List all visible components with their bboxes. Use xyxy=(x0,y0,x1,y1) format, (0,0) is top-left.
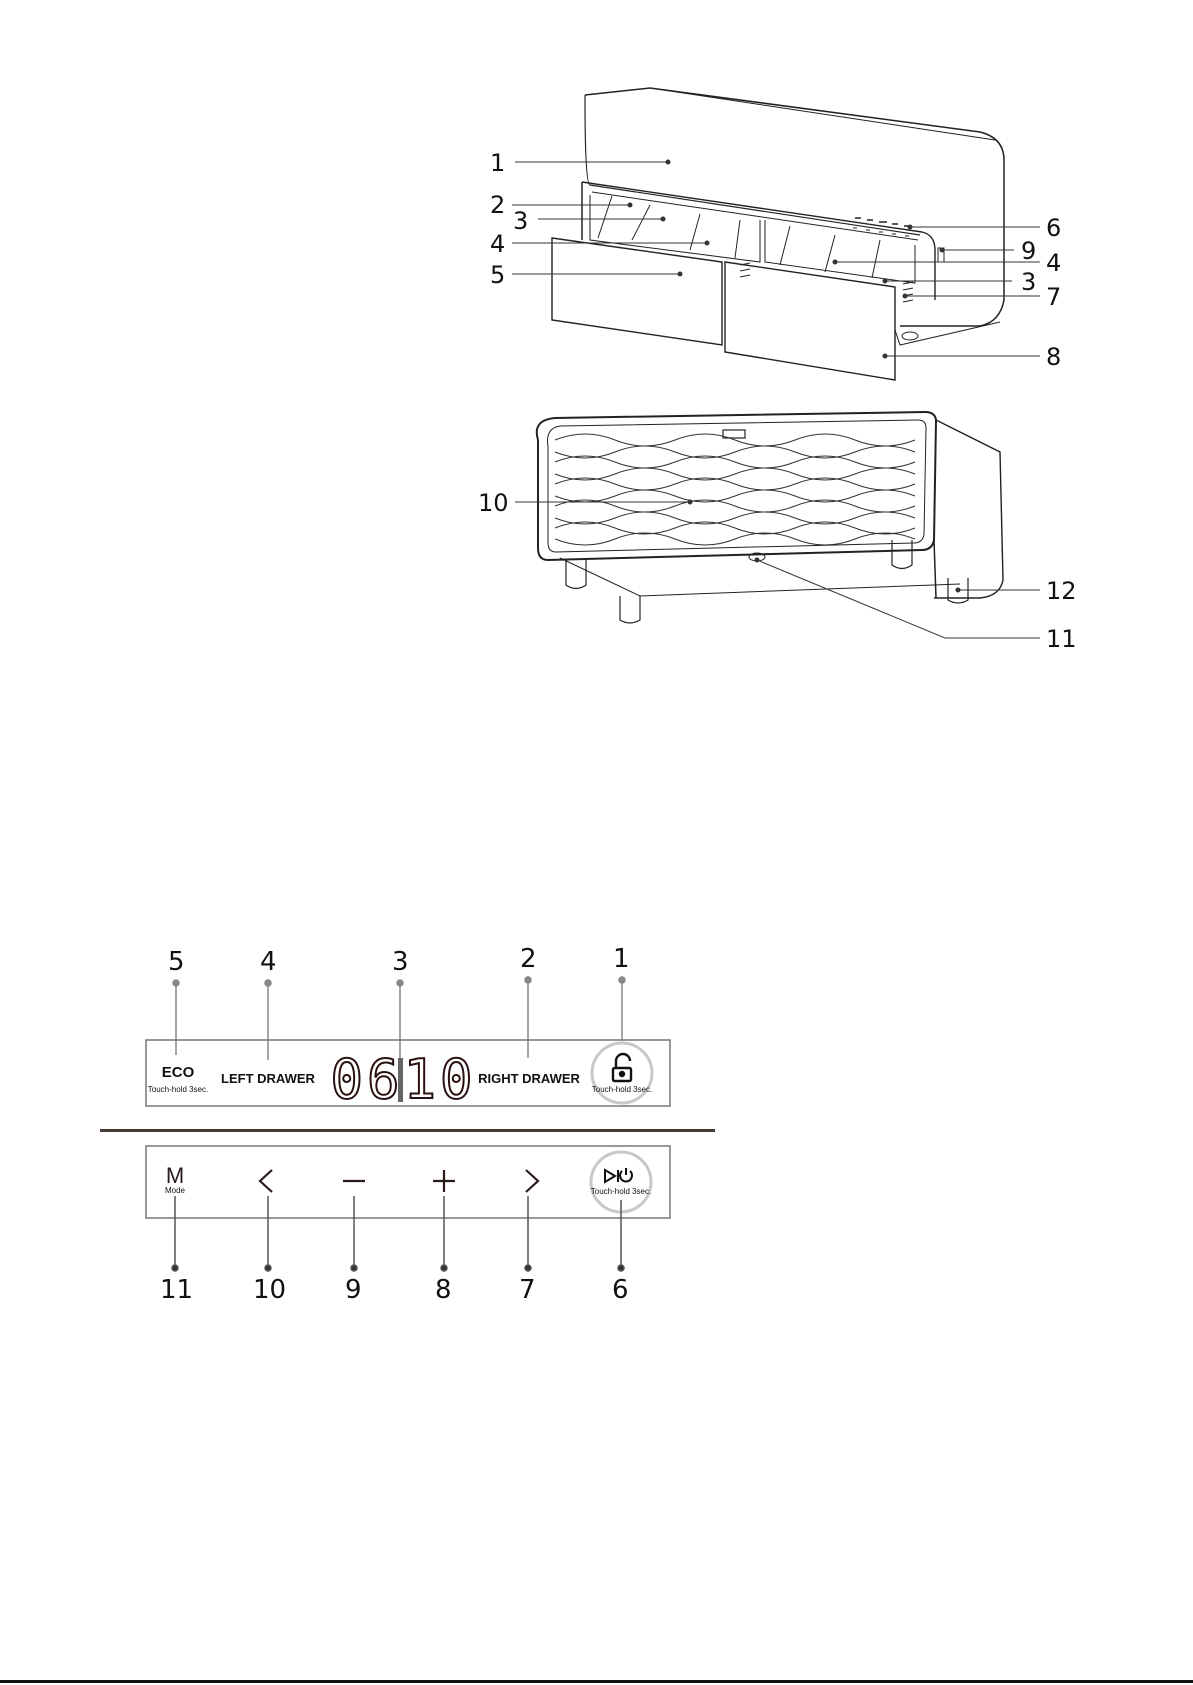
panel-callout-11: 11 xyxy=(160,1275,193,1305)
panel-divider xyxy=(100,1129,715,1132)
eco-sub-label: Touch-hold 3sec. xyxy=(148,1085,208,1094)
callout-12: 12 xyxy=(1046,577,1077,605)
display-separator xyxy=(398,1058,403,1102)
right-arrow-button[interactable] xyxy=(526,1170,538,1192)
back-view-illustration xyxy=(537,412,1003,623)
callout-6: 6 xyxy=(1046,214,1061,242)
speaker-grille xyxy=(555,434,915,545)
callout-7: 7 xyxy=(1046,283,1061,311)
panel-bottom-callouts: 11 10 9 8 7 6 xyxy=(160,1275,629,1305)
chevron-right-icon xyxy=(526,1170,538,1192)
panel-callout-10: 10 xyxy=(253,1275,286,1305)
callout-11: 11 xyxy=(1046,625,1077,653)
left-drawer-temperature: 06 xyxy=(330,1048,403,1111)
panel-callout-5: 5 xyxy=(168,947,185,977)
right-drawer-temperature: 10 xyxy=(403,1048,476,1111)
left-arrow-button[interactable] xyxy=(260,1170,272,1192)
callout-4: 4 xyxy=(490,230,505,258)
mode-button[interactable]: M Mode xyxy=(165,1163,186,1195)
callout-5: 5 xyxy=(490,261,505,289)
panel-callout-1: 1 xyxy=(613,944,630,974)
eco-button[interactable]: ECO Touch-hold 3sec. xyxy=(148,1064,208,1094)
mode-sub-label: Mode xyxy=(165,1186,186,1195)
eco-label: ECO xyxy=(162,1064,195,1081)
plus-icon xyxy=(433,1170,455,1192)
callout-9: 9 xyxy=(1021,237,1036,265)
left-drawer-indicator: LEFT DRAWER xyxy=(221,1071,315,1086)
plus-button[interactable] xyxy=(433,1170,455,1192)
chevron-left-icon xyxy=(260,1170,272,1192)
front-view-leaders xyxy=(512,160,1040,358)
mode-label: M xyxy=(166,1163,184,1188)
right-drawer-indicator: RIGHT DRAWER xyxy=(478,1071,580,1086)
page-bottom-rule xyxy=(0,1680,1193,1683)
back-view-callouts: 10 12 11 xyxy=(478,489,1077,653)
callout-10: 10 xyxy=(478,489,509,517)
lock-button[interactable]: Touch-hold 3sec. xyxy=(592,1043,652,1103)
panel-callout-2: 2 xyxy=(520,944,537,974)
callout-3: 3 xyxy=(513,207,528,235)
front-view-illustration xyxy=(552,88,1004,380)
callout-4-right: 4 xyxy=(1046,249,1061,277)
lock-sub-label: Touch-hold 3sec. xyxy=(592,1085,652,1094)
back-view-leaders xyxy=(515,500,1040,638)
panel-callout-4: 4 xyxy=(260,947,277,977)
panel-callout-9: 9 xyxy=(345,1275,362,1305)
panel-callout-7: 7 xyxy=(519,1275,536,1305)
panel-callout-8: 8 xyxy=(435,1275,452,1305)
power-sub-label: Touch-hold 3sec. xyxy=(591,1187,651,1196)
temperature-display: 06 10 xyxy=(330,1048,476,1111)
panel-callout-6: 6 xyxy=(612,1275,629,1305)
callout-3-right: 3 xyxy=(1021,268,1036,296)
panel-bottom-leaders xyxy=(172,1196,624,1271)
callout-8: 8 xyxy=(1046,343,1061,371)
callout-1: 1 xyxy=(490,149,505,177)
callout-2: 2 xyxy=(490,191,505,219)
front-view-callouts: 1 2 3 4 5 6 9 4 3 7 8 xyxy=(490,149,1061,371)
panel-top-callouts: 5 4 3 2 1 xyxy=(168,944,630,977)
panel-callout-3: 3 xyxy=(392,947,409,977)
